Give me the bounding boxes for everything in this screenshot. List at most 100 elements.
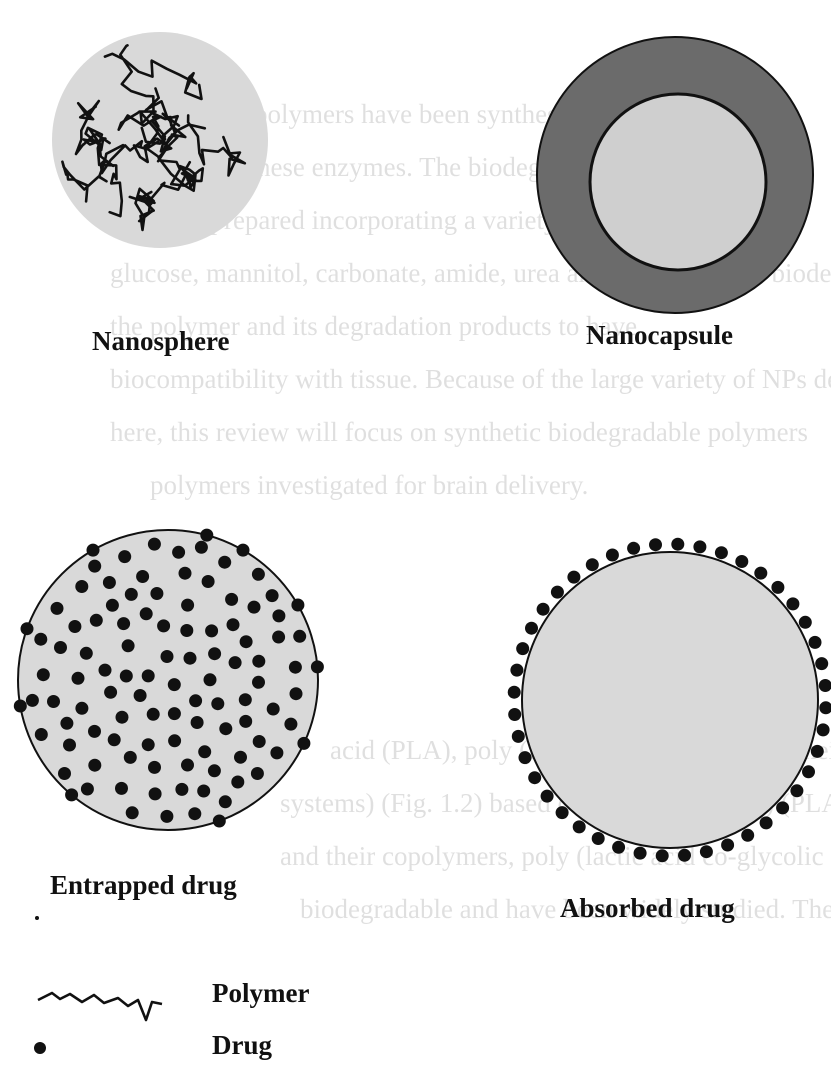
drug-dot	[90, 614, 103, 627]
drug-dot	[252, 568, 265, 581]
drug-dot	[147, 708, 160, 721]
drug-dot	[551, 586, 564, 599]
drug-dot	[253, 735, 266, 748]
drug-dot	[136, 570, 149, 583]
nanosphere-particle	[52, 32, 268, 248]
drug-dot	[508, 686, 521, 699]
drug-dot	[735, 555, 748, 568]
drug-dot	[72, 672, 85, 685]
drug-dot	[592, 832, 605, 845]
drug-dot	[612, 841, 625, 854]
absorbed-drug-particle	[508, 538, 831, 863]
drug-dot	[225, 593, 238, 606]
drug-dot	[134, 689, 147, 702]
drug-dot	[771, 581, 784, 594]
drug-dot	[741, 829, 754, 842]
drug-dot	[14, 700, 27, 713]
drug-dot	[754, 567, 767, 580]
drug-dot	[87, 544, 100, 557]
entrapped-drug-label: Entrapped drug	[50, 870, 237, 901]
drug-dot	[606, 549, 619, 562]
drug-dot	[234, 751, 247, 764]
drug-dot	[63, 739, 76, 752]
drug-dot	[118, 550, 131, 563]
drug-dot	[65, 788, 78, 801]
drug-dot	[168, 678, 181, 691]
drug-dot	[189, 694, 202, 707]
drug-dot	[181, 759, 194, 772]
drug-dot	[573, 820, 586, 833]
drug-dot	[516, 642, 529, 655]
drug-dot	[786, 597, 799, 610]
absorbed-drug-label: Absorbed drug	[560, 893, 735, 924]
drug-dot	[120, 670, 133, 683]
drug-dot	[179, 567, 192, 580]
nanosphere-label: Nanosphere	[92, 326, 230, 357]
drug-legend-label: Drug	[212, 1030, 272, 1061]
drug-dot	[219, 795, 232, 808]
drug-dot	[168, 707, 181, 720]
drug-dot	[88, 725, 101, 738]
drug-dot	[172, 546, 185, 559]
drug-legend-symbol	[34, 1042, 46, 1054]
drug-dot	[270, 746, 283, 759]
drug-dot	[51, 602, 64, 615]
drug-dot	[117, 617, 130, 630]
nanocapsule-core	[590, 94, 766, 270]
drug-dot	[693, 540, 706, 553]
drug-dot	[21, 622, 34, 635]
drug-dot	[168, 734, 181, 747]
drug-dot	[104, 686, 117, 699]
drug-dot	[197, 785, 210, 798]
drug-dot	[290, 687, 303, 700]
drug-dot	[198, 745, 211, 758]
drug-dot	[819, 701, 831, 714]
drug-dot	[634, 847, 647, 860]
drug-dot	[175, 783, 188, 796]
drug-dot	[237, 544, 250, 557]
drug-dot	[567, 571, 580, 584]
drug-dot	[157, 619, 170, 632]
drug-dot	[799, 616, 812, 629]
drug-dot	[291, 599, 304, 612]
entrapped-drug-particle	[14, 529, 324, 830]
drug-dot	[802, 765, 815, 778]
drug-dot	[817, 723, 830, 736]
drug-dot	[208, 764, 221, 777]
drug-dot	[35, 728, 48, 741]
drug-dot	[649, 538, 662, 551]
stray-dot	[35, 916, 39, 920]
drug-dot	[248, 601, 261, 614]
drug-dot	[205, 624, 218, 637]
drug-dot	[150, 587, 163, 600]
drug-dot	[108, 733, 121, 746]
drug-dot	[191, 716, 204, 729]
drug-dot	[188, 807, 201, 820]
drug-dot	[678, 849, 691, 862]
drug-dot	[218, 556, 231, 569]
drug-dot	[37, 668, 50, 681]
drug-dot	[106, 599, 119, 612]
drug-dot	[149, 787, 162, 800]
drug-dot	[126, 806, 139, 819]
drug-dot	[240, 635, 253, 648]
absorbed-particle-body	[522, 552, 818, 848]
drug-dot	[284, 718, 297, 731]
drug-dot	[508, 708, 521, 721]
drug-dot	[184, 652, 197, 665]
polymer-legend-label: Polymer	[212, 978, 309, 1009]
drug-dot	[229, 656, 242, 669]
drug-dot	[125, 588, 138, 601]
drug-dot	[528, 771, 541, 784]
drug-dot	[58, 767, 71, 780]
drug-dot	[251, 767, 264, 780]
drug-dot	[656, 849, 669, 862]
drug-dot	[142, 738, 155, 751]
drug-dot	[34, 633, 47, 646]
drug-dot	[204, 673, 217, 686]
drug-dot	[219, 722, 232, 735]
drug-dot	[809, 636, 822, 649]
drug-dot	[213, 815, 226, 828]
drug-dot	[227, 618, 240, 631]
drug-dot	[819, 679, 831, 692]
